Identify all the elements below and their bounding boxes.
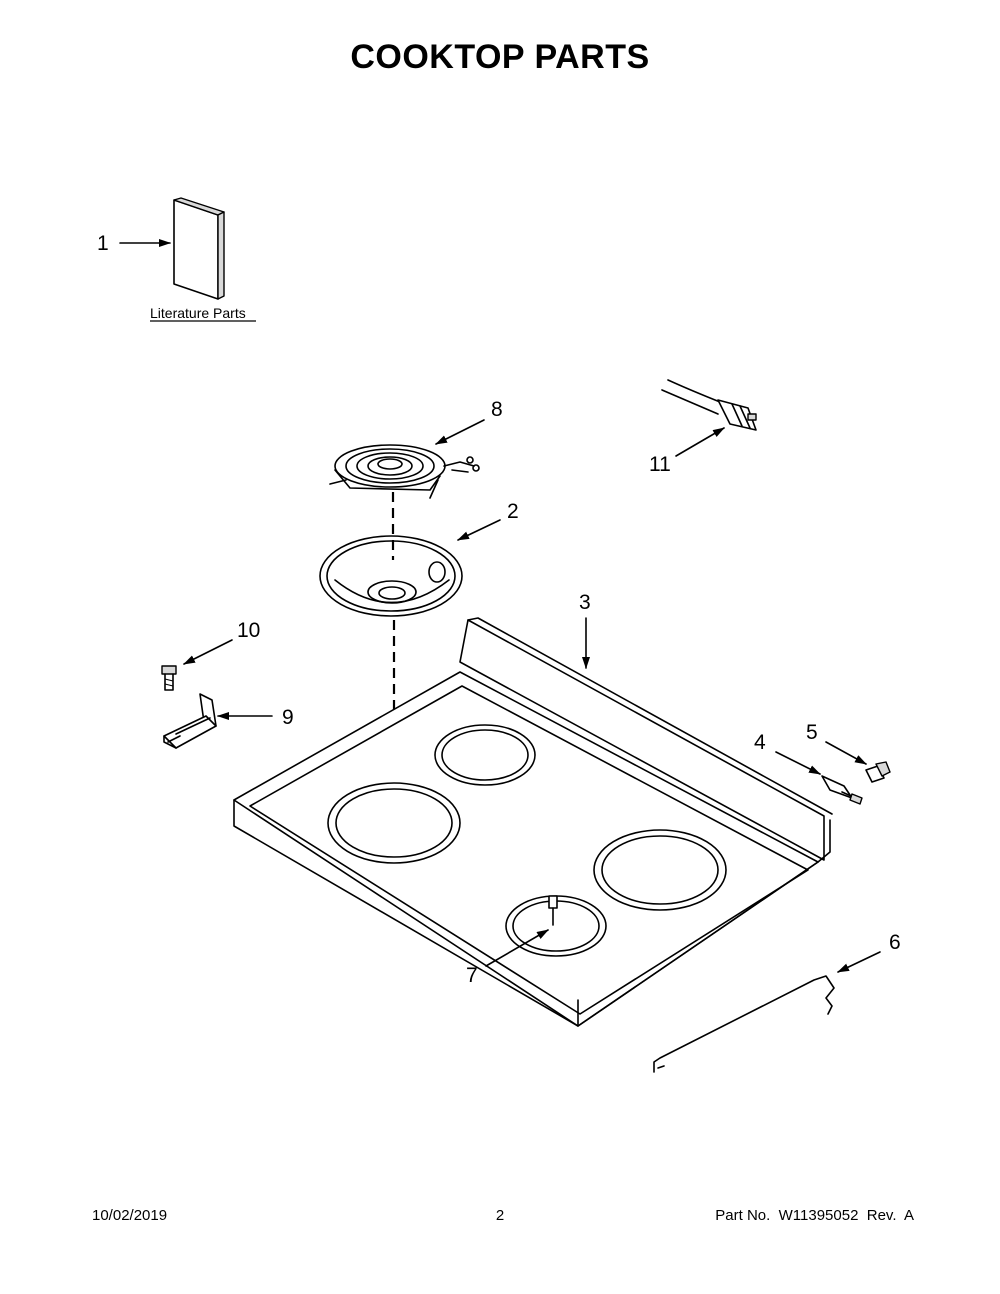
callout-2: 2: [507, 500, 519, 523]
cooktop-main: [233, 617, 833, 1027]
leader-5: [825, 741, 867, 765]
callout-6: 6: [889, 931, 901, 954]
literature-parts-label: Literature Parts: [150, 305, 246, 321]
leader-8: [435, 419, 485, 445]
page-title: COOKTOP PARTS: [350, 38, 650, 76]
leader-10: [183, 639, 233, 665]
screw-7: [548, 895, 558, 926]
leader-6: [837, 951, 881, 973]
callout-1: 1: [97, 232, 109, 255]
footer-page-number: 2: [495, 1207, 505, 1224]
terminal-block-wires: [661, 379, 757, 431]
callout-10: 10: [237, 619, 260, 642]
surface-element-coil: [329, 444, 480, 499]
callout-11: 11: [649, 453, 671, 476]
footer-part-number: Part No. W11395052 Rev. A: [715, 1207, 914, 1224]
callout-7: 7: [466, 964, 478, 987]
callout-8: 8: [491, 398, 503, 421]
rod-6: [653, 975, 835, 1073]
callout-3: 3: [579, 591, 591, 614]
screw-10: [161, 665, 177, 691]
screw-5: [865, 761, 891, 783]
literature-booklet: [173, 197, 225, 300]
leader-11: [675, 427, 725, 457]
drip-bowl: [319, 535, 463, 617]
leader-7: [485, 929, 549, 967]
callout-9: 9: [282, 706, 294, 729]
leader-2: [457, 519, 501, 541]
footer-date: 10/02/2019: [92, 1207, 168, 1224]
callout-4: 4: [754, 731, 766, 754]
bracket-9: [163, 693, 217, 749]
callout-5: 5: [806, 721, 818, 744]
sensor-4: [821, 775, 863, 805]
leader-4: [775, 751, 821, 775]
